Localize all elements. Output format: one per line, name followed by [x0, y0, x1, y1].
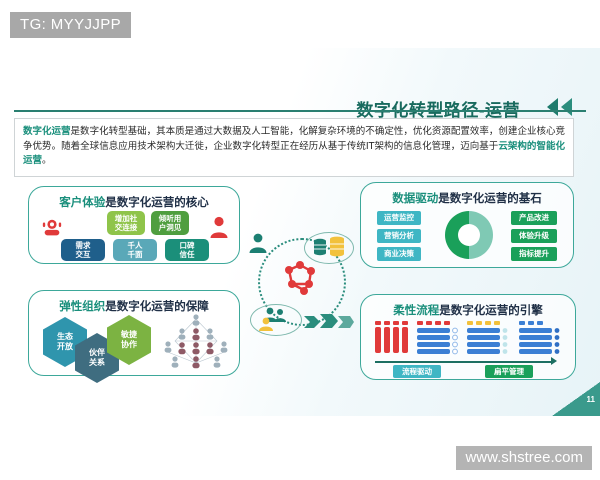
- card-customer-title-rest: 是数字化运营的核心: [105, 197, 209, 209]
- page-number: 11: [586, 395, 595, 404]
- label-process-0: 流程驱动: [393, 365, 441, 378]
- card-process-title-accent: 柔性流程: [393, 305, 440, 317]
- card-flexible-process: 柔性流程是数字化运营的引擎: [360, 294, 576, 380]
- card-org-title: 弹性组织是数字化运营的保障: [29, 298, 239, 314]
- process-arrow-line: [375, 361, 551, 363]
- card-customer-experience: 客户体验是数字化运营的核心 增加社 交连接 倾听用 户洞见 需求 交互 千人 千…: [28, 186, 240, 264]
- card-customer-title: 客户体验是数字化运营的核心: [29, 194, 239, 210]
- tag-data-right-0: 产品改进: [511, 211, 557, 225]
- card-data-title-rest: 是数字化运营的基石: [438, 193, 542, 205]
- tg-banner-label: TG: MYYJJPP: [20, 16, 122, 33]
- intro-body-1: 是数字化转型基础，其本质是通过大数据及人工智能，化解复杂环境的不确定性，优化资源…: [23, 126, 565, 152]
- hub-ellipse-people: [250, 304, 302, 336]
- hub-ellipse-data: [304, 232, 354, 264]
- card-data-driven: 数据驱动是数字化运营的基石 运营监控 营销分析 商业决策 产品改进 体验升级 指…: [360, 182, 574, 268]
- tag-data-right-2: 指标提升: [511, 247, 557, 261]
- hub-person-icon: [249, 233, 267, 253]
- card-data-title-accent: 数据驱动: [392, 193, 439, 205]
- process-bars-diagram: [375, 321, 560, 355]
- tg-banner: TG: MYYJJPP: [10, 12, 132, 38]
- header-divider: [14, 110, 586, 112]
- card-org-title-accent: 弹性组织: [59, 301, 106, 313]
- user-profile-icon: [210, 216, 228, 238]
- chevron-arrows-icon: [304, 314, 354, 328]
- molecule-network-icon: [285, 261, 315, 295]
- card-process-title-rest: 是数字化运营的引擎: [439, 305, 543, 317]
- tag-customer-top-1: 倾听用 户洞见: [151, 211, 189, 235]
- center-hub-graphic: [246, 226, 354, 354]
- intro-body-2: 。: [42, 155, 52, 166]
- hex-org-2: 敏捷 协作: [107, 315, 151, 365]
- hub-dotted-ring: [258, 238, 346, 326]
- watermark: www.shstree.com: [456, 446, 592, 470]
- tag-customer-bottom-2: 口碑 信任: [165, 239, 209, 261]
- intro-paragraph-box: 数字化运营是数字化转型基础，其本质是通过大数据及人工智能，化解复杂环境的不确定性…: [14, 118, 574, 177]
- intro-lead-term: 数字化运营: [23, 126, 71, 137]
- tag-data-left-2: 商业决策: [377, 247, 421, 261]
- intro-highlight-2: 云架构的智能化运营: [23, 140, 565, 167]
- watermark-label: www.shstree.com: [465, 449, 583, 466]
- tag-customer-bottom-1: 千人 千面: [113, 239, 157, 261]
- tag-customer-bottom-0: 需求 交互: [61, 239, 105, 261]
- card-data-title: 数据驱动是数字化运营的基石: [361, 190, 573, 206]
- page-corner-badge: 11: [552, 382, 600, 416]
- slide-header: 数字化转型路径-运营: [0, 70, 600, 120]
- donut-chart-icon: [445, 211, 493, 259]
- people-group-icon: [259, 307, 286, 331]
- card-customer-title-accent: 客户体验: [59, 197, 106, 209]
- process-arrow-head: [551, 357, 557, 365]
- database-stack-icon: [314, 236, 344, 257]
- card-elastic-organization: 弹性组织是数字化运营的保障 生态 开放 伙伴 关系 敏捷 协作: [28, 290, 240, 383]
- intro-paragraph: 数字化运营是数字化转型基础，其本质是通过大数据及人工智能，化解复杂环境的不确定性…: [23, 125, 565, 169]
- tag-data-left-0: 运营监控: [377, 211, 421, 225]
- card-org-title-rest: 是数字化运营的保障: [105, 301, 209, 313]
- people-network-diagram: [164, 314, 228, 369]
- tag-data-left-1: 营销分析: [377, 229, 421, 243]
- double-chevron-icon: [547, 98, 572, 116]
- customer-support-icon: [42, 219, 62, 236]
- slide-canvas: 数字化转型路径-运营 数字化运营是数字化转型基础，其本质是通过大数据及人工智能，…: [0, 48, 600, 416]
- tag-data-right-1: 体验升级: [511, 229, 557, 243]
- tag-customer-top-0: 增加社 交连接: [107, 211, 145, 235]
- label-process-1: 扁平管理: [485, 365, 533, 378]
- card-process-title: 柔性流程是数字化运营的引擎: [361, 302, 575, 318]
